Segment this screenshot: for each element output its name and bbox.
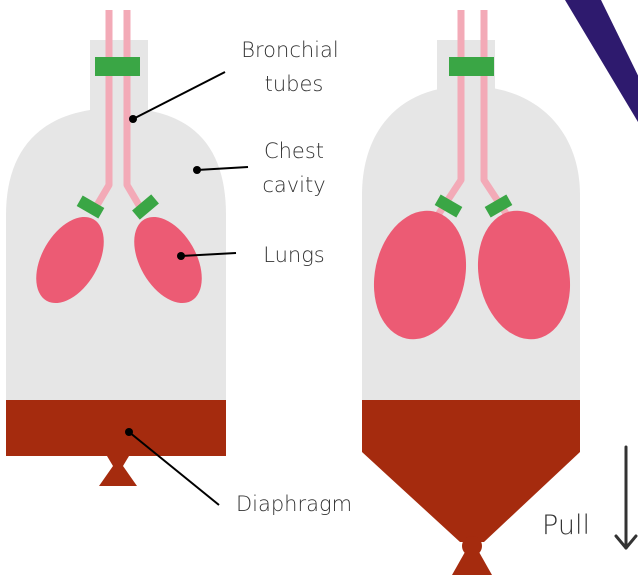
left-model-top-clamp [95,57,140,76]
corner-stripe-decoration [565,0,638,122]
pull-arrow-icon [616,447,636,548]
diaphragm-label: Diaphragm [236,492,352,516]
right-model-top-clamp [449,57,494,76]
chest-cavity-label-line1: Chest [264,139,324,163]
left-jar-neck [90,40,148,120]
left-model-diaphragm-knob [99,456,137,486]
right-model-diaphragm-knob-base [452,552,492,575]
bronchial-tubes-label-line2: tubes [265,72,324,96]
chest-cavity-label-line2: cavity [262,173,325,197]
left-model [6,10,226,486]
left-model-diaphragm [6,400,226,456]
bronchial-tubes-label-line1: Bronchial [241,38,338,62]
right-model [362,10,582,575]
pull-label: Pull [542,510,590,541]
lungs-label: Lungs [263,243,325,267]
